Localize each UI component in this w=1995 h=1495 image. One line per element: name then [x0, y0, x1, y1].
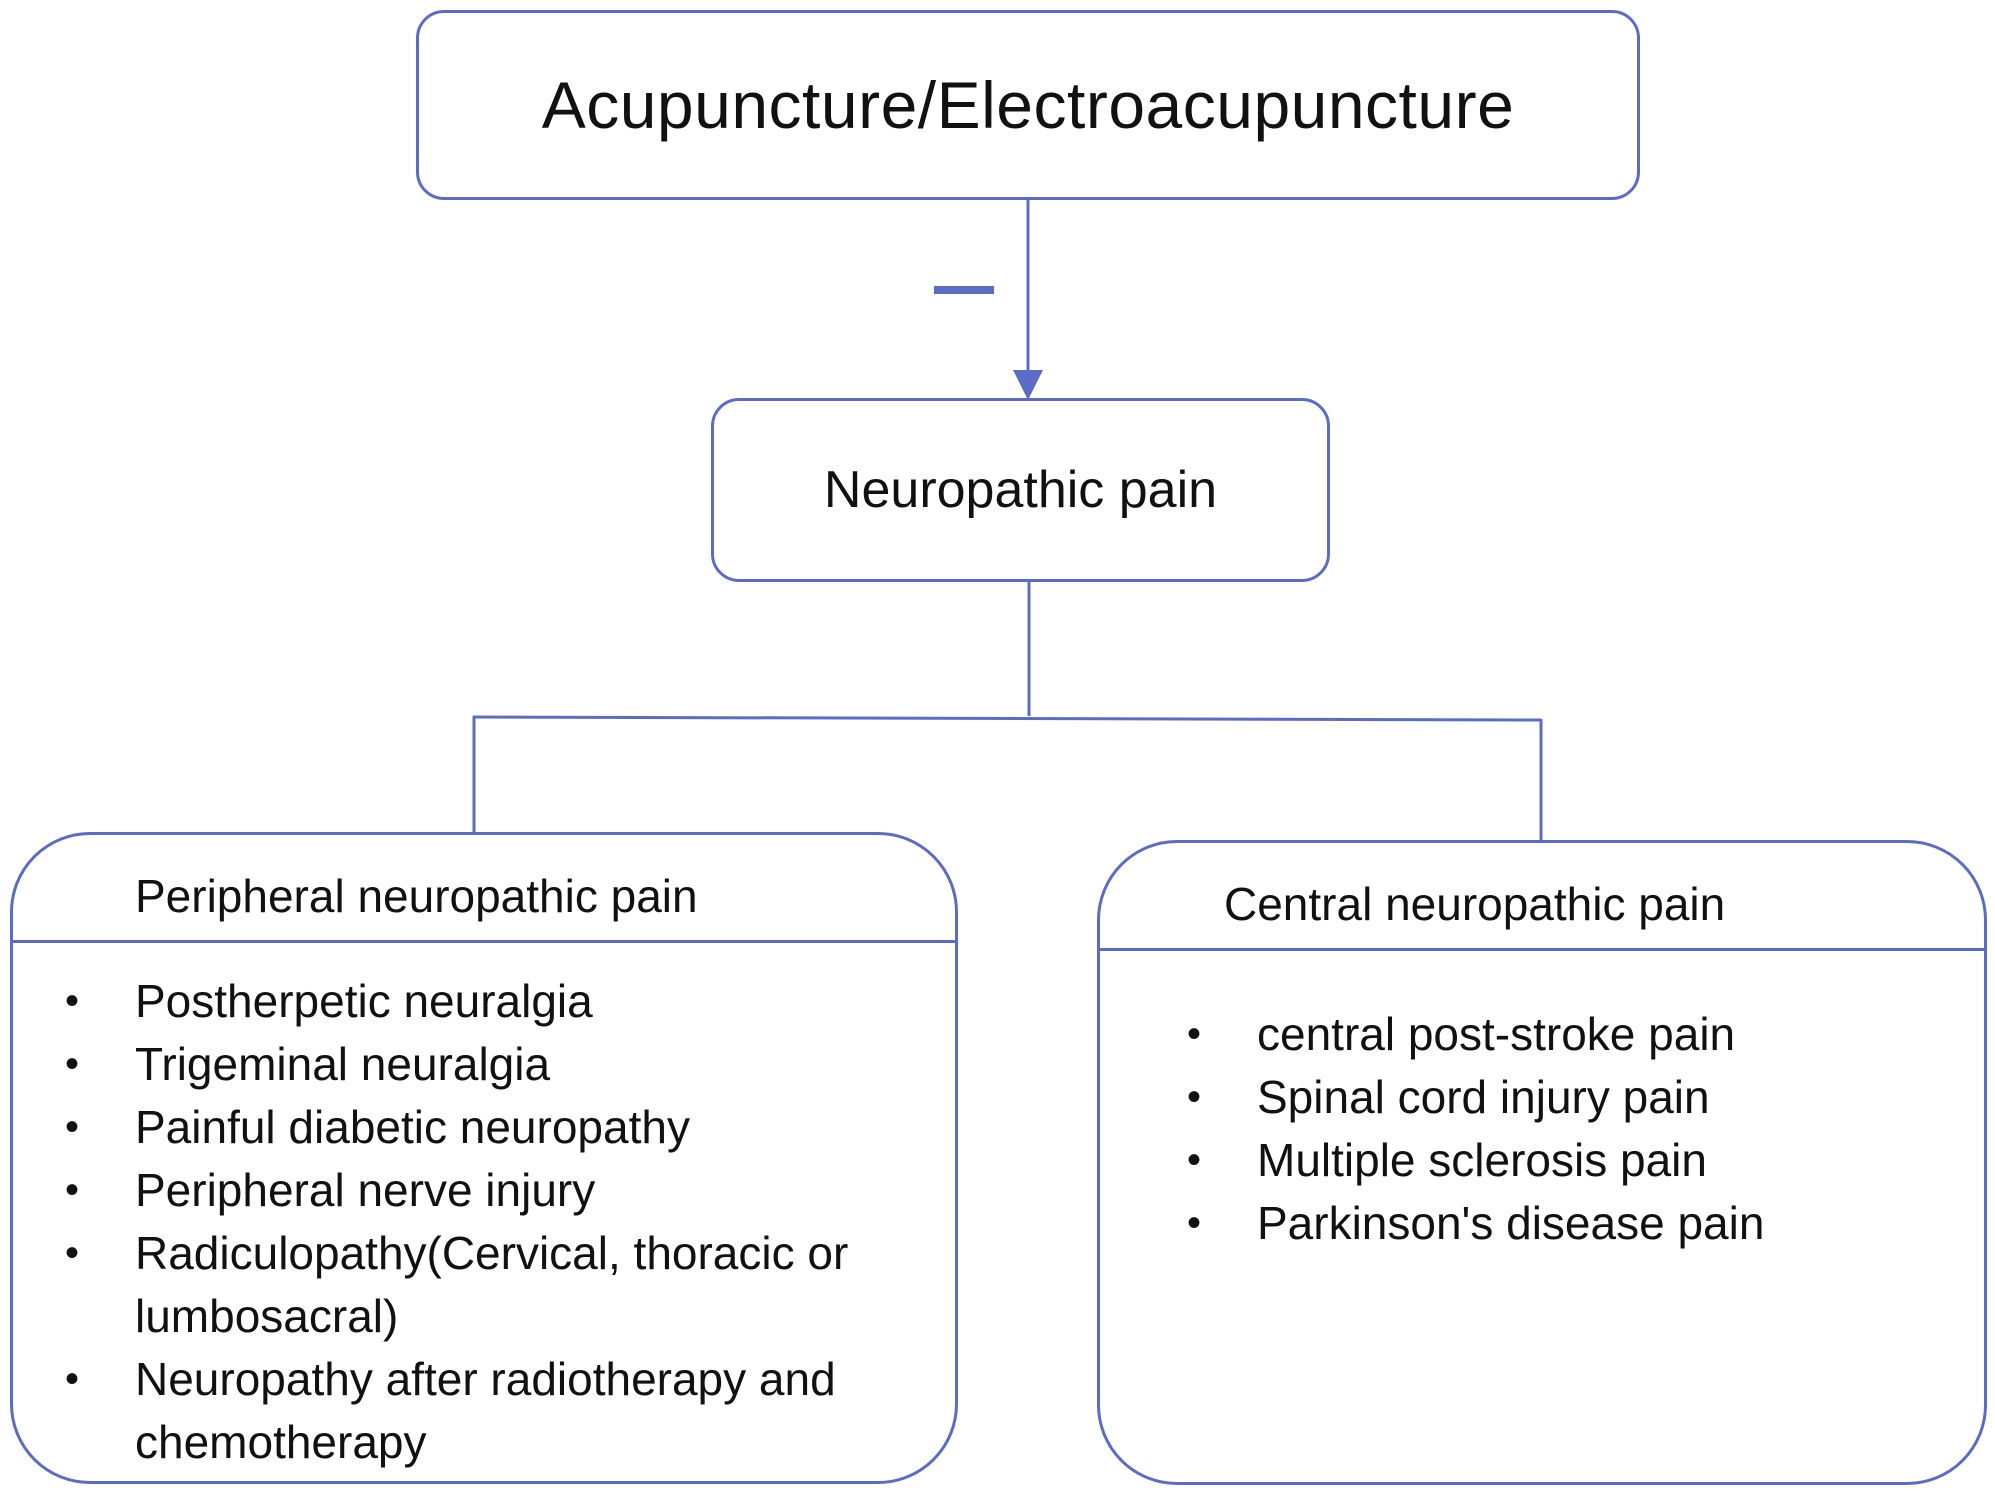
panel-header-central: Central neuropathic pain: [1100, 843, 1984, 951]
list-item: Neuropathy after radiotherapy and chemot…: [65, 1348, 895, 1474]
list-item: Radiculopathy(Cervical, thoracic or lumb…: [65, 1222, 895, 1348]
list-item: Peripheral nerve injury: [65, 1159, 955, 1222]
list-item: Postherpetic neuralgia: [65, 970, 955, 1033]
peripheral-conditions-list: Postherpetic neuralgia Trigeminal neural…: [65, 970, 955, 1474]
list-item: Multiple sclerosis pain: [1187, 1129, 1977, 1192]
list-item: central post-stroke pain: [1187, 1003, 1977, 1066]
connector-horizontal: [472, 715, 1542, 722]
list-item: Painful diabetic neuropathy: [65, 1096, 955, 1159]
inhibition-minus-sign: [934, 286, 994, 294]
panel-title-central: Central neuropathic pain: [1224, 878, 1726, 930]
root-node-acupuncture: Acupuncture/Electroacupuncture: [416, 10, 1640, 200]
list-item: Spinal cord injury pain: [1187, 1066, 1977, 1129]
list-item: Parkinson's disease pain: [1187, 1192, 1977, 1255]
central-conditions-list: central post-stroke pain Spinal cord inj…: [1187, 1003, 1977, 1255]
panel-title-peripheral: Peripheral neuropathic pain: [135, 870, 698, 922]
neuropathic-pain-label: Neuropathic pain: [823, 461, 1218, 519]
list-item: Trigeminal neuralgia: [65, 1033, 955, 1096]
root-node-label: Acupuncture/Electroacupuncture: [541, 68, 1515, 142]
panel-header-peripheral: Peripheral neuropathic pain: [13, 835, 955, 943]
node-neuropathic-pain: Neuropathic pain: [711, 398, 1330, 582]
